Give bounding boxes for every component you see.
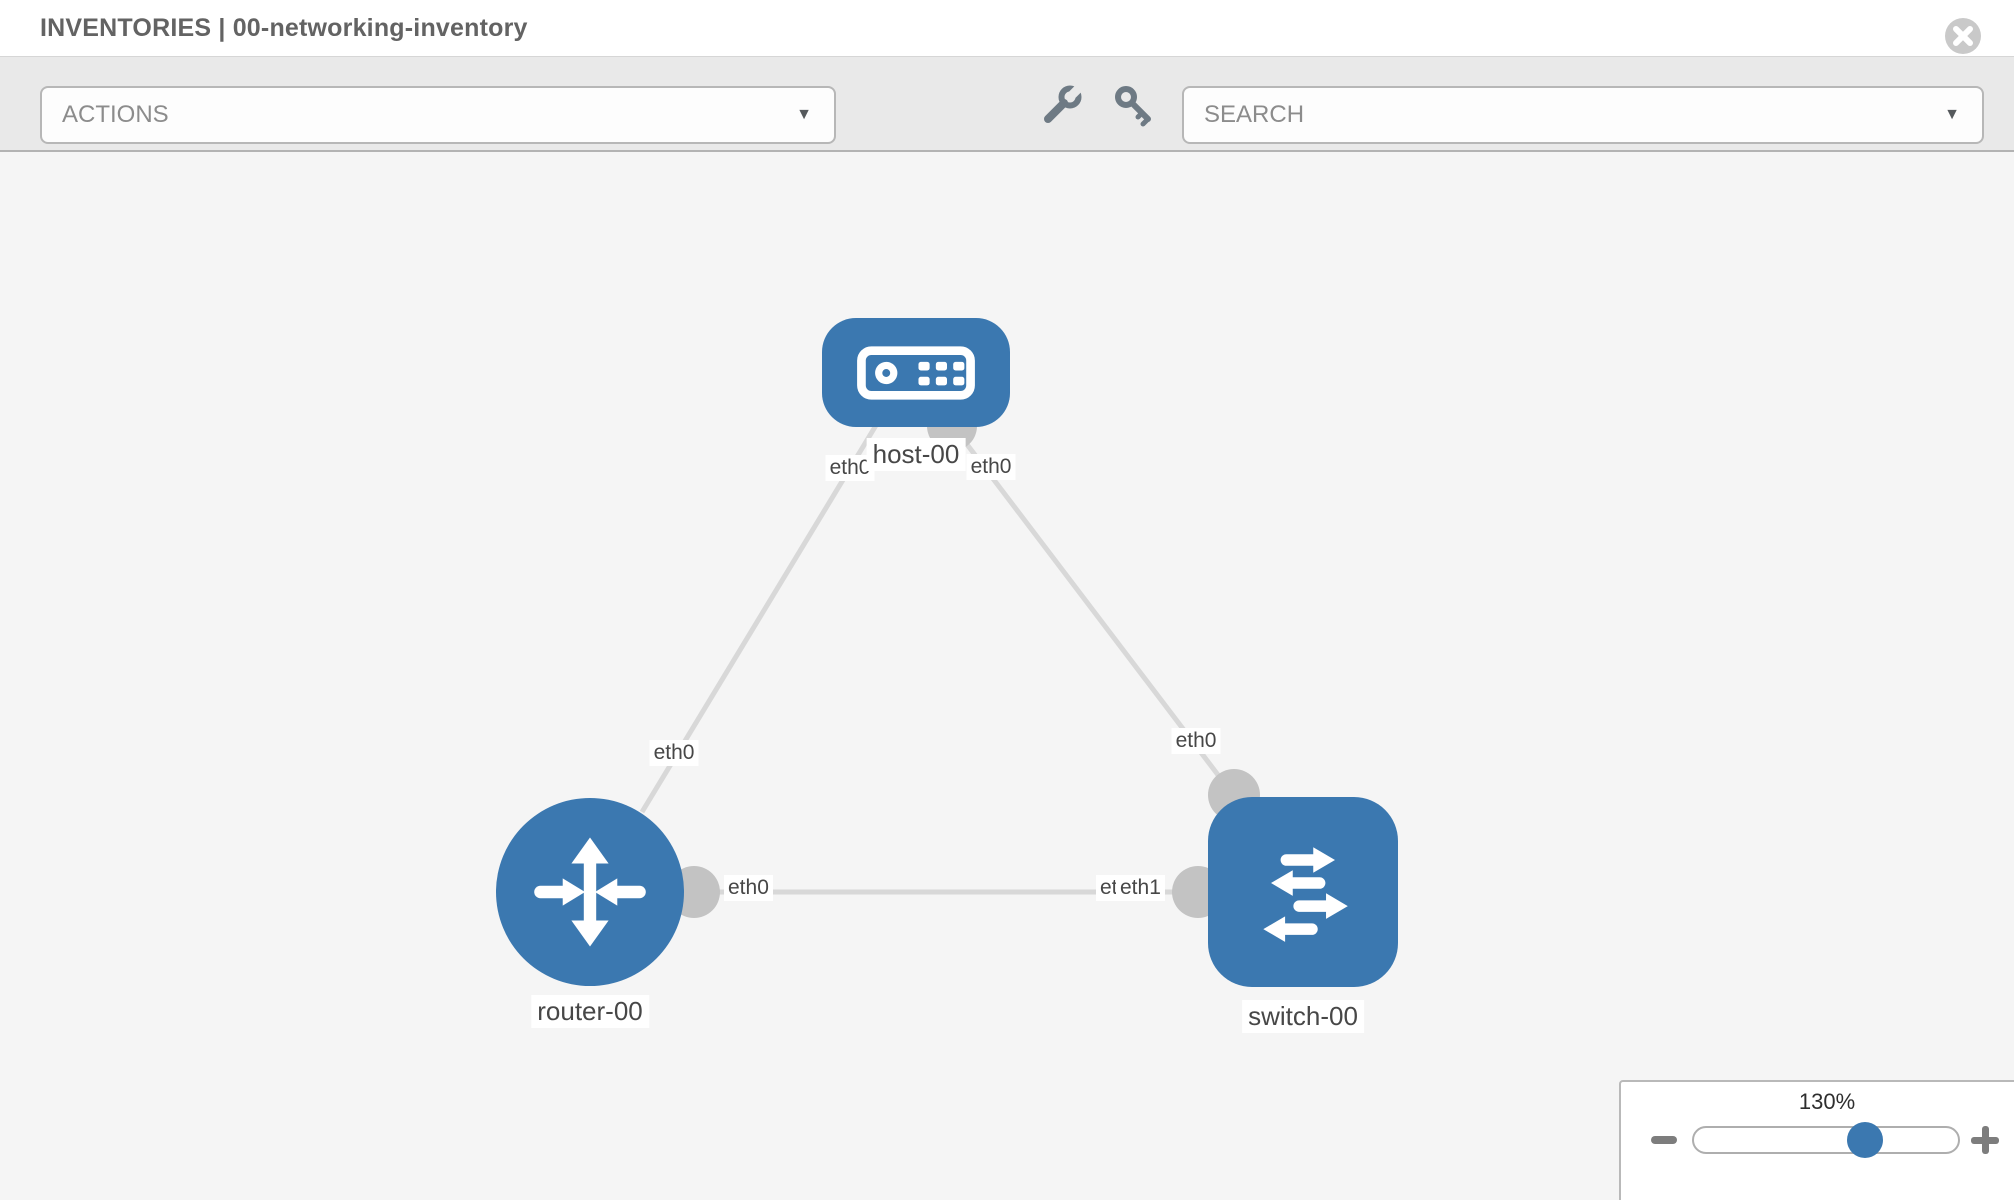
close-icon: [1945, 18, 1981, 54]
node-label-router: router-00: [531, 995, 649, 1028]
search-dropdown[interactable]: SEARCH ▼: [1182, 86, 1984, 144]
actions-dropdown[interactable]: ACTIONS ▼: [40, 86, 836, 144]
zoom-panel: 130%: [1619, 1080, 2014, 1200]
zoom-slider-handle[interactable]: [1847, 1122, 1883, 1158]
topology-links-layer: [639, 401, 1260, 918]
close-button[interactable]: [1944, 17, 1982, 55]
node-router-00[interactable]: [496, 798, 684, 986]
if-label-router-eth0-right: eth0: [724, 875, 773, 901]
credentials-button[interactable]: [1112, 83, 1156, 127]
host-device-icon: [857, 345, 975, 400]
page-title: INVENTORIES | 00-networking-inventory: [40, 14, 528, 42]
node-host-00[interactable]: [822, 318, 1010, 427]
node-label-host: host-00: [866, 438, 966, 471]
if-label-host-eth0-right: eth0: [966, 454, 1016, 480]
header: INVENTORIES | 00-networking-inventory: [0, 0, 2014, 56]
zoom-in-button[interactable]: [1971, 1126, 1999, 1154]
tools-button[interactable]: [1040, 80, 1087, 127]
caret-down-icon: ▼: [1944, 106, 1960, 123]
search-input[interactable]: SEARCH: [1204, 101, 1305, 128]
if-label-switch-eth0-top: eth0: [1171, 728, 1221, 754]
switch-device-icon: [1263, 847, 1348, 942]
actions-dropdown-label: ACTIONS: [62, 101, 169, 128]
key-icon: [1115, 86, 1151, 127]
router-device-icon: [534, 837, 646, 947]
zoom-out-button[interactable]: [1651, 1136, 1677, 1144]
if-label-router-eth0-top: eth0: [649, 740, 699, 766]
zoom-slider-track[interactable]: [1692, 1126, 1960, 1154]
node-switch-00[interactable]: [1208, 797, 1398, 987]
caret-down-icon: ▼: [796, 106, 812, 123]
topology-canvas[interactable]: host-00 router-00 switch-00 eth0 eth0 et…: [0, 152, 2014, 1200]
if-label-switch-eth1-left: eth1: [1116, 875, 1165, 901]
toolbar: ACTIONS ▼ SEARCH ▼: [0, 56, 2014, 152]
zoom-value: 130%: [1798, 1089, 1856, 1114]
node-label-switch: switch-00: [1242, 1000, 1364, 1033]
if-label-host-eth0-left: eth0: [825, 455, 875, 481]
wrench-icon: [1044, 80, 1087, 123]
